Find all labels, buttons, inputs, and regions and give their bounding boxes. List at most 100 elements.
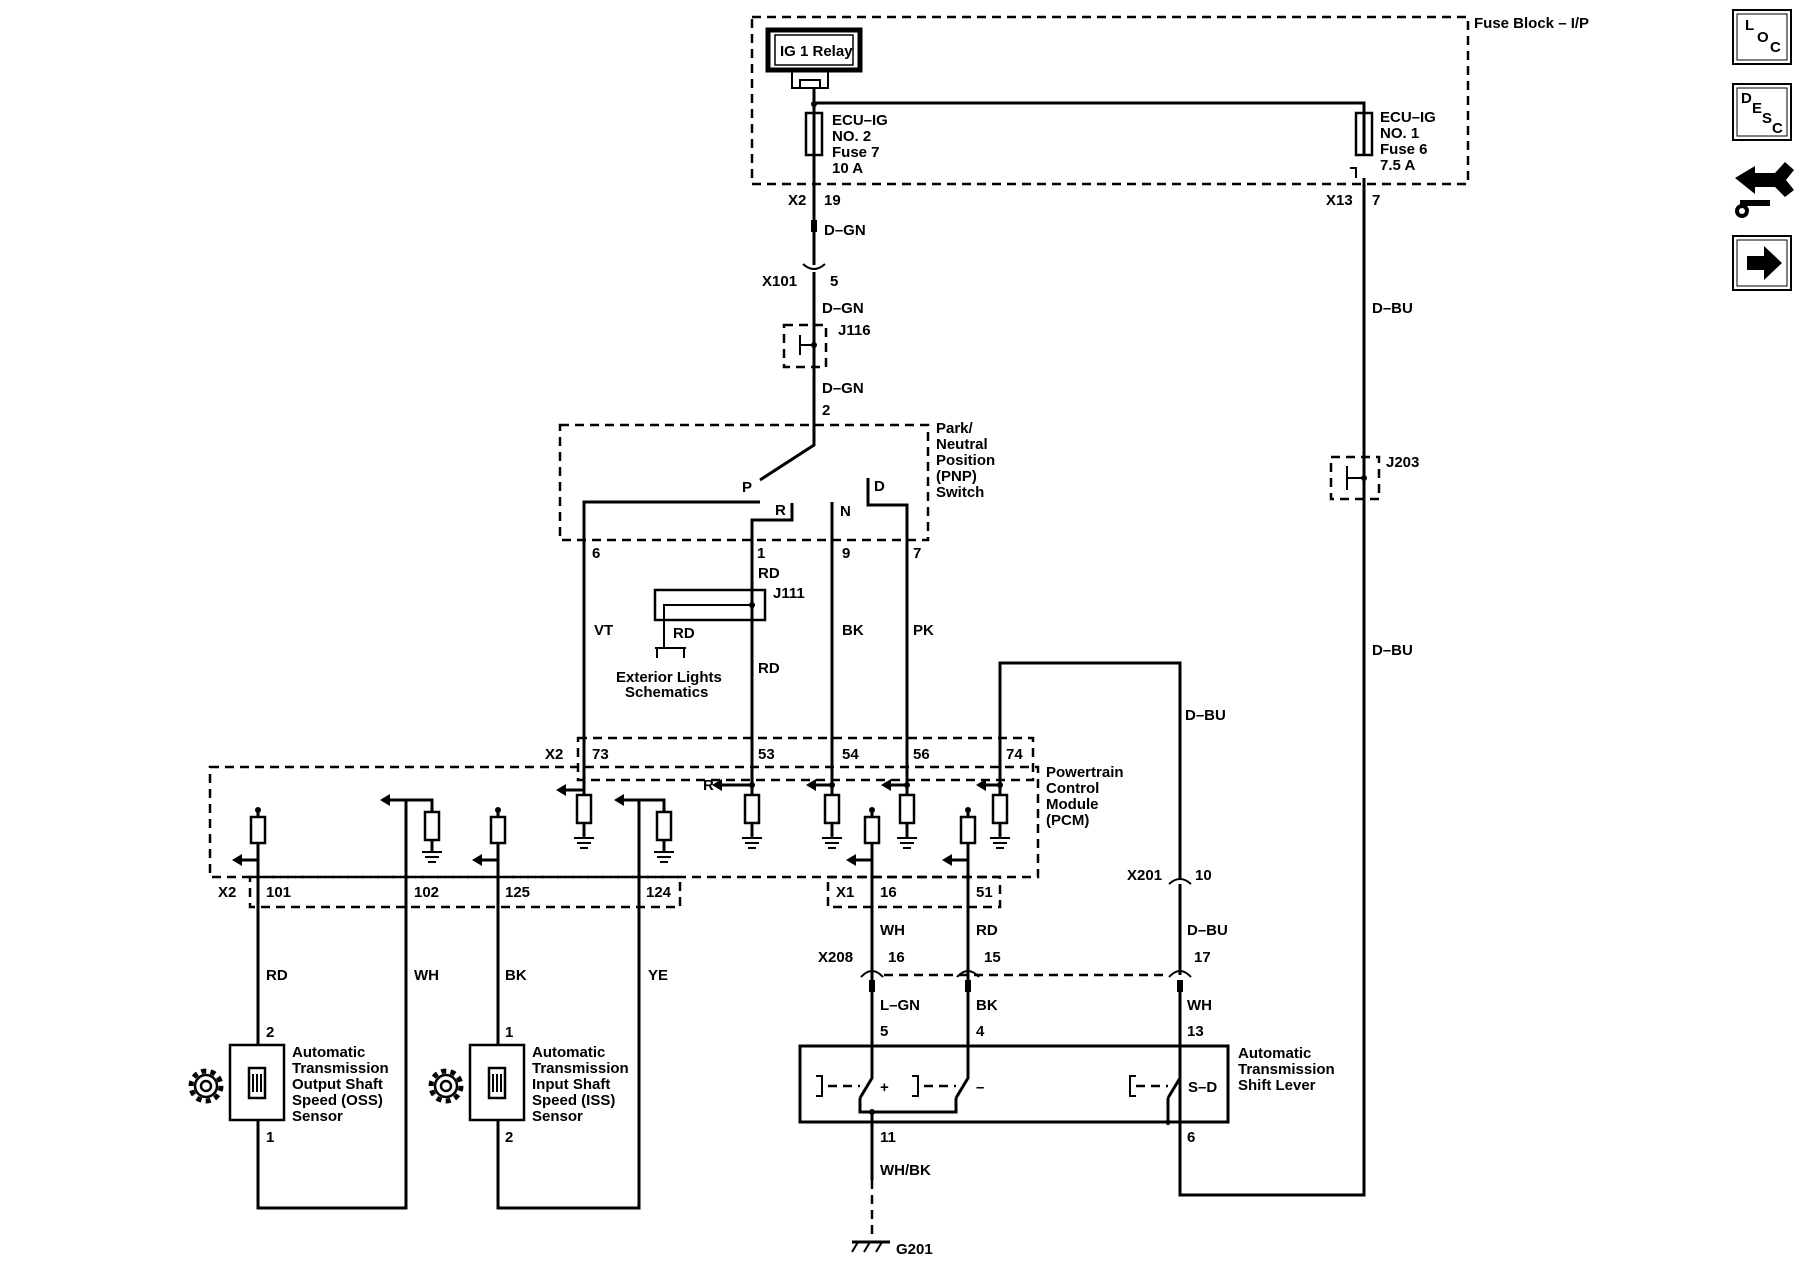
shift-minus-label: –	[976, 1079, 984, 1096]
pcm-internal-circuits	[232, 661, 1182, 1210]
connector-tool-button[interactable]	[1735, 162, 1794, 218]
connector-x2-bottom: X2	[218, 884, 236, 901]
connector-x2-pcm: X2	[545, 746, 563, 763]
pin-pcm-53: 53	[758, 746, 775, 763]
wire-rd-oss: RD	[266, 967, 288, 984]
connector-x201: X201	[1127, 867, 1162, 884]
wire-d-bu-1: D–BU	[1372, 300, 1413, 317]
pin-pcm-74: 74	[1006, 746, 1023, 763]
pin-oss-2: 2	[266, 1024, 274, 1041]
desc-icon: D E S C	[1741, 90, 1783, 137]
pin-shift-5: 5	[880, 1023, 888, 1040]
exterior-lights-label-2: Schematics	[625, 684, 708, 701]
pnp-position-p: P	[742, 479, 752, 496]
pnp-label-3: Position	[936, 452, 995, 469]
oss-label-1: Automatic	[292, 1044, 365, 1061]
pnp-position-d: D	[874, 478, 885, 495]
wire-d-gn-1: D–GN	[824, 222, 866, 239]
pin-pnp-9: 9	[842, 545, 850, 562]
fuse-block-label: Fuse Block – I/P	[1474, 15, 1589, 32]
wire-wh-2: WH	[1187, 997, 1212, 1014]
splice-j111-label: J111	[773, 585, 805, 602]
wire-pk: PK	[913, 622, 934, 639]
pcm-r-label: R	[703, 777, 714, 794]
iss-label-4: Speed (ISS)	[532, 1092, 615, 1109]
oss-label-4: Speed (OSS)	[292, 1092, 383, 1109]
splice-j116-label: J116	[838, 322, 871, 339]
splice-j116	[782, 323, 828, 369]
loc-letter-l: L	[1745, 17, 1754, 34]
iss-label-3: Input Shaft	[532, 1076, 610, 1093]
pin-shift-13: 13	[1187, 1023, 1204, 1040]
pin-pcm-56: 56	[913, 746, 930, 763]
wire-wh-x1: WH	[880, 922, 905, 939]
pin-pcm-54: 54	[842, 746, 859, 763]
wire-d-bu-4: D–BU	[1187, 922, 1228, 939]
connector-x208: X208	[818, 949, 853, 966]
pnp-label-1: Park/	[936, 420, 974, 437]
fuse-left-no: NO. 2	[832, 128, 871, 145]
wire-bk-1: BK	[842, 622, 864, 639]
shift-lever-label-1: Automatic	[1238, 1045, 1311, 1062]
loc-icon: L O C	[1745, 17, 1781, 56]
fuse-right-number: Fuse 6	[1380, 141, 1428, 158]
pcm-module: Powertrain Control Module (PCM)	[208, 736, 1124, 909]
wire-ye-iss: YE	[648, 967, 668, 984]
pin-x208-15: 15	[984, 949, 1001, 966]
wire-d-gn-2: D–GN	[822, 300, 864, 317]
connector-x101: X101	[762, 273, 797, 290]
pnp-position-n: N	[840, 503, 851, 520]
splice-j111: J111 RD Exterior Lights Schematics	[616, 585, 805, 701]
loc-button[interactable]: L O C	[1732, 9, 1792, 65]
relay-label: IG 1 Relay	[780, 43, 853, 60]
fuse-right-no: NO. 1	[1380, 125, 1419, 142]
wire-d-bu-3: D–BU	[1185, 707, 1226, 724]
fuse-right-name: ECU–IG	[1380, 109, 1436, 126]
desc-button[interactable]: D E S C	[1732, 83, 1792, 141]
pin-pnp-2: 2	[822, 402, 830, 419]
iss-sensor: 1 2 Automatic Transmission Input Shaft S…	[468, 1024, 629, 1146]
pnp-position-r: R	[775, 502, 786, 519]
shift-lever-label-3: Shift Lever	[1238, 1077, 1316, 1094]
pnp-label-4: (PNP)	[936, 468, 977, 485]
pin-iss-2: 2	[505, 1129, 513, 1146]
pcm-label-2: Control	[1046, 780, 1099, 797]
pin-pnp-7: 7	[913, 545, 921, 562]
pin-x13-7: 7	[1372, 192, 1380, 209]
wire-d-bu-2: D–BU	[1372, 642, 1413, 659]
fuse-left-rating: 10 A	[832, 160, 863, 177]
iss-gear-icon	[428, 1068, 464, 1104]
desc-letter-s: S	[1762, 110, 1772, 127]
oss-label-3: Output Shaft	[292, 1076, 383, 1093]
shift-lever: Automatic Transmission Shift Lever + – S…	[798, 1044, 1335, 1125]
wire-d-gn-3: D–GN	[822, 380, 864, 397]
pin-iss-1: 1	[505, 1024, 513, 1041]
wire-rd-2: RD	[758, 660, 780, 677]
exterior-lights-label-1: Exterior Lights	[616, 669, 722, 686]
next-button[interactable]	[1732, 235, 1792, 291]
next-arrow-icon	[1747, 246, 1782, 280]
pcm-label-1: Powertrain	[1046, 764, 1124, 781]
connector-x13: X13	[1326, 192, 1353, 209]
pin-pcm-101: 101	[266, 884, 291, 901]
splice-j203-label: J203	[1386, 454, 1419, 471]
iss-label-2: Transmission	[532, 1060, 629, 1077]
connector-tool-icon	[1735, 162, 1794, 218]
pin-pcm-x1-51: 51	[976, 884, 993, 901]
wire-wh-bk: WH/BK	[880, 1162, 931, 1179]
pin-x208-17: 17	[1194, 949, 1211, 966]
shift-sd-label: S–D	[1188, 1079, 1217, 1096]
pnp-label-5: Switch	[936, 484, 984, 501]
wire-bk-2: BK	[976, 997, 998, 1014]
pin-shift-6: 6	[1187, 1129, 1195, 1146]
fuse-left-name: ECU–IG	[832, 112, 888, 129]
pin-pcm-73: 73	[592, 746, 609, 763]
pin-x201-10: 10	[1195, 867, 1212, 884]
ground-g201-label: G201	[896, 1241, 933, 1258]
fuse-block: Fuse Block – I/P IG 1 Relay ECU–IG NO. 2…	[750, 15, 1589, 186]
ground-g201-icon	[851, 1240, 890, 1253]
loc-letter-o: O	[1757, 29, 1769, 46]
pin-pcm-125: 125	[505, 884, 530, 901]
loc-letter-c: C	[1770, 39, 1781, 56]
